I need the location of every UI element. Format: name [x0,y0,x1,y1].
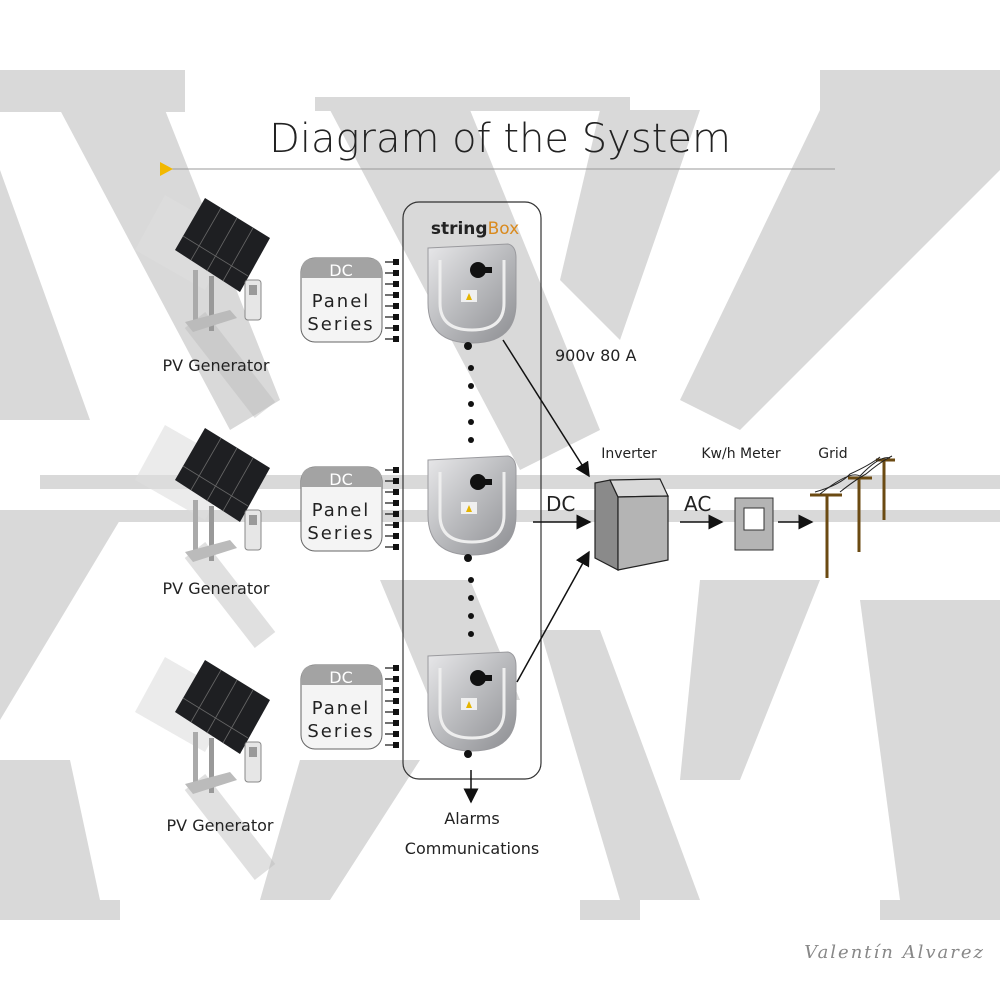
solar-panel-icon [135,425,270,640]
grid: Grid [810,446,895,578]
inverter-icon [594,479,619,571]
stringbox-unit-2 [426,454,518,564]
connector-terminals [384,664,400,749]
panel-label: Panel [312,698,371,719]
stringbox-title: stringBox [431,219,519,239]
stringbox-container: stringBox [402,201,542,780]
panel-series-3: DC Panel Series [300,664,400,750]
series-label: Series [307,523,374,544]
stringbox-unit-3 [426,650,518,760]
panel-series-2: DC Panel Series [300,466,400,552]
pv-generator-1: PV Generator [135,195,270,410]
pv-generator-label: PV Generator [163,579,270,598]
pv-generator-2: PV Generator [135,425,270,640]
connector-terminals [384,258,400,343]
kwh-meter: Kw/h Meter [701,446,781,551]
meter-label: Kw/h Meter [701,446,780,462]
grid-label: Grid [818,446,847,462]
panel-label: Panel [312,500,371,521]
title-marker-icon [160,162,173,176]
pv-generator-label: PV Generator [163,356,270,375]
signature: Valentín Alvarez [804,942,985,963]
inverter-label: Inverter [601,446,657,462]
dc-header: DC [329,261,353,280]
dc-header: DC [329,668,353,687]
pv-generator-label: PV Generator [167,816,274,835]
panel-series-1: DC Panel Series [300,257,400,343]
pv-generator-3: PV Generator [135,657,274,872]
inverter: Inverter [594,446,669,571]
connection-arrows [463,339,814,804]
ac-label: AC [684,492,711,516]
alarms-label: Alarms [444,809,499,828]
series-label: Series [307,721,374,742]
communications-label: Communications [405,839,539,858]
page-title: Diagram of the System [269,116,731,162]
continuation-dots [468,365,474,637]
panel-label: Panel [312,291,371,312]
solar-panel-icon [135,657,270,872]
rating-label: 900v 80 A [555,346,637,365]
stringbox-unit-1 [426,242,518,352]
dc-label: DC [546,492,575,516]
dc-header: DC [329,470,353,489]
series-label: Series [307,314,374,335]
